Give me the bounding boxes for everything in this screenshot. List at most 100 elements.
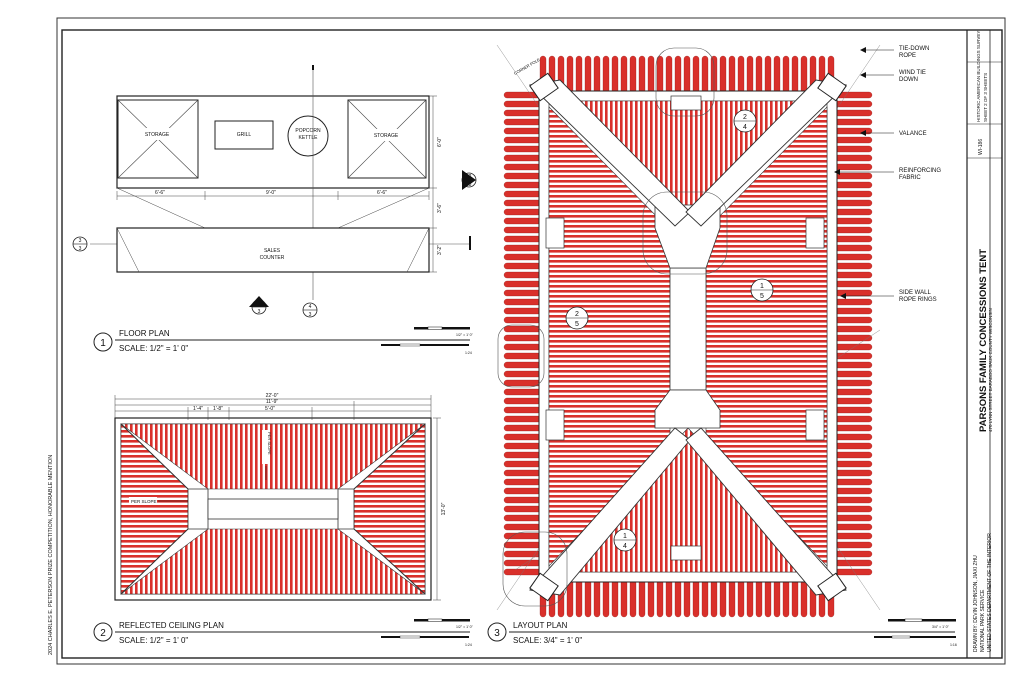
valance-tab bbox=[584, 576, 592, 618]
valance-tab bbox=[575, 576, 583, 618]
valance-tab bbox=[831, 244, 873, 252]
floor-plan: STORAGE GRILL POPCORN KETTLE STORAGE 6'-… bbox=[72, 65, 477, 353]
valance-tab bbox=[782, 576, 790, 618]
valance-tab bbox=[764, 576, 772, 618]
valance-tab bbox=[831, 460, 873, 468]
valance-tab bbox=[831, 523, 873, 531]
sheet-number: SHEET 2 OF 3 SHEETS bbox=[983, 73, 988, 122]
valance-tab bbox=[831, 550, 873, 558]
valance-tab bbox=[831, 505, 873, 513]
valance-tab bbox=[503, 325, 545, 333]
valance-tab bbox=[710, 576, 718, 618]
valance-tab bbox=[503, 199, 545, 207]
valance-tab bbox=[782, 55, 790, 97]
valance-tab bbox=[503, 370, 545, 378]
valance-tab bbox=[503, 478, 545, 486]
valance-tab bbox=[831, 415, 873, 423]
valance-tab bbox=[755, 576, 763, 618]
valance-tab bbox=[831, 559, 873, 567]
valance-tab bbox=[746, 55, 754, 97]
valance-tab bbox=[791, 55, 799, 97]
valance-tab bbox=[831, 541, 873, 549]
dim-6-6-right: 6'-6" bbox=[377, 190, 387, 196]
valance-tab bbox=[831, 109, 873, 117]
survey-number: WI-186 bbox=[978, 139, 984, 155]
valance-tab bbox=[831, 289, 873, 297]
valance-tab bbox=[764, 55, 772, 97]
valance-tab bbox=[503, 496, 545, 504]
dim-9-0: 9'-0" bbox=[266, 190, 276, 196]
valance-tab bbox=[503, 217, 545, 225]
valance-tab bbox=[831, 280, 873, 288]
valance-tab bbox=[503, 424, 545, 432]
dim-1-8: 1'-8" bbox=[213, 406, 223, 412]
callout-tie-down: TIE-DOWN bbox=[899, 46, 929, 52]
valance-tab bbox=[602, 576, 610, 618]
valance-tab bbox=[831, 118, 873, 126]
valance-tab bbox=[503, 433, 545, 441]
svg-text:4: 4 bbox=[309, 304, 312, 310]
valance-tab bbox=[503, 190, 545, 198]
svg-text:1: 1 bbox=[258, 302, 261, 308]
detail-marker-1-5: 1 5 bbox=[750, 278, 774, 302]
valance-tab bbox=[831, 406, 873, 414]
dim-6-6-left: 6'-6" bbox=[155, 190, 165, 196]
valance-tab bbox=[683, 55, 691, 97]
valance-tab bbox=[656, 576, 664, 618]
valance-tab bbox=[503, 307, 545, 315]
valance-tab bbox=[503, 208, 545, 216]
valance-tab bbox=[831, 442, 873, 450]
dim-11-9: 11'-9" bbox=[266, 399, 279, 405]
valance-tab bbox=[831, 154, 873, 162]
svg-text:2: 2 bbox=[575, 311, 579, 318]
ceiling-plan-scale: SCALE: 1/2" = 1' 0" bbox=[119, 636, 188, 645]
section-marker-bottom: 4 3 bbox=[302, 302, 318, 318]
svg-text:4: 4 bbox=[743, 124, 747, 131]
valance-tab bbox=[503, 154, 545, 162]
valance-tab bbox=[629, 576, 637, 618]
valance-tab bbox=[575, 55, 583, 97]
valance-tab bbox=[831, 469, 873, 477]
popcorn-label: POPCORN bbox=[295, 128, 321, 134]
valance-tab bbox=[831, 298, 873, 306]
valance-tab bbox=[611, 55, 619, 97]
valance-tab bbox=[638, 576, 646, 618]
grill-label: GRILL bbox=[237, 132, 252, 138]
svg-text:1: 1 bbox=[623, 533, 627, 540]
valance-tab bbox=[503, 271, 545, 279]
valance-tab bbox=[831, 208, 873, 216]
svg-text:DOWN: DOWN bbox=[899, 77, 918, 83]
valance-tab bbox=[831, 568, 873, 576]
valance-tab bbox=[503, 397, 545, 405]
valance-tab bbox=[665, 576, 673, 618]
valance-tab bbox=[719, 576, 727, 618]
valance-tab bbox=[831, 136, 873, 144]
valance-tab bbox=[831, 397, 873, 405]
dim-v-6-0: 6'-0" bbox=[437, 137, 443, 147]
valance-tab bbox=[737, 55, 745, 97]
valance-tab bbox=[503, 226, 545, 234]
agency-nps: NATIONAL PARK SERVICE bbox=[980, 589, 986, 652]
valance-tab bbox=[593, 576, 601, 618]
valance-tab bbox=[503, 469, 545, 477]
valance-tab bbox=[831, 199, 873, 207]
svg-text:2: 2 bbox=[469, 174, 472, 180]
valance-tab bbox=[503, 550, 545, 558]
valance-tab bbox=[503, 541, 545, 549]
valance-tab bbox=[831, 163, 873, 171]
survey-name: HISTORIC AMERICAN BUILDINGS SURVEY bbox=[976, 31, 981, 122]
scale-bar-1: 1/2" = 1' 0" 1:24 bbox=[381, 326, 474, 355]
valance-tab bbox=[831, 352, 873, 360]
valance-tab bbox=[503, 334, 545, 342]
valance-tab bbox=[503, 352, 545, 360]
valance-tab bbox=[503, 559, 545, 567]
layout-plan-scale: SCALE: 3/4" = 1' 0" bbox=[513, 636, 582, 645]
valance-tab bbox=[593, 55, 601, 97]
valance-tab bbox=[602, 55, 610, 97]
dim-22-0: 22'-0" bbox=[266, 393, 279, 399]
valance-tab bbox=[692, 576, 700, 618]
svg-text:4: 4 bbox=[623, 543, 627, 550]
svg-text:3: 3 bbox=[79, 246, 82, 252]
valance-tab bbox=[831, 271, 873, 279]
section-marker-center: 1 3 bbox=[249, 296, 269, 315]
